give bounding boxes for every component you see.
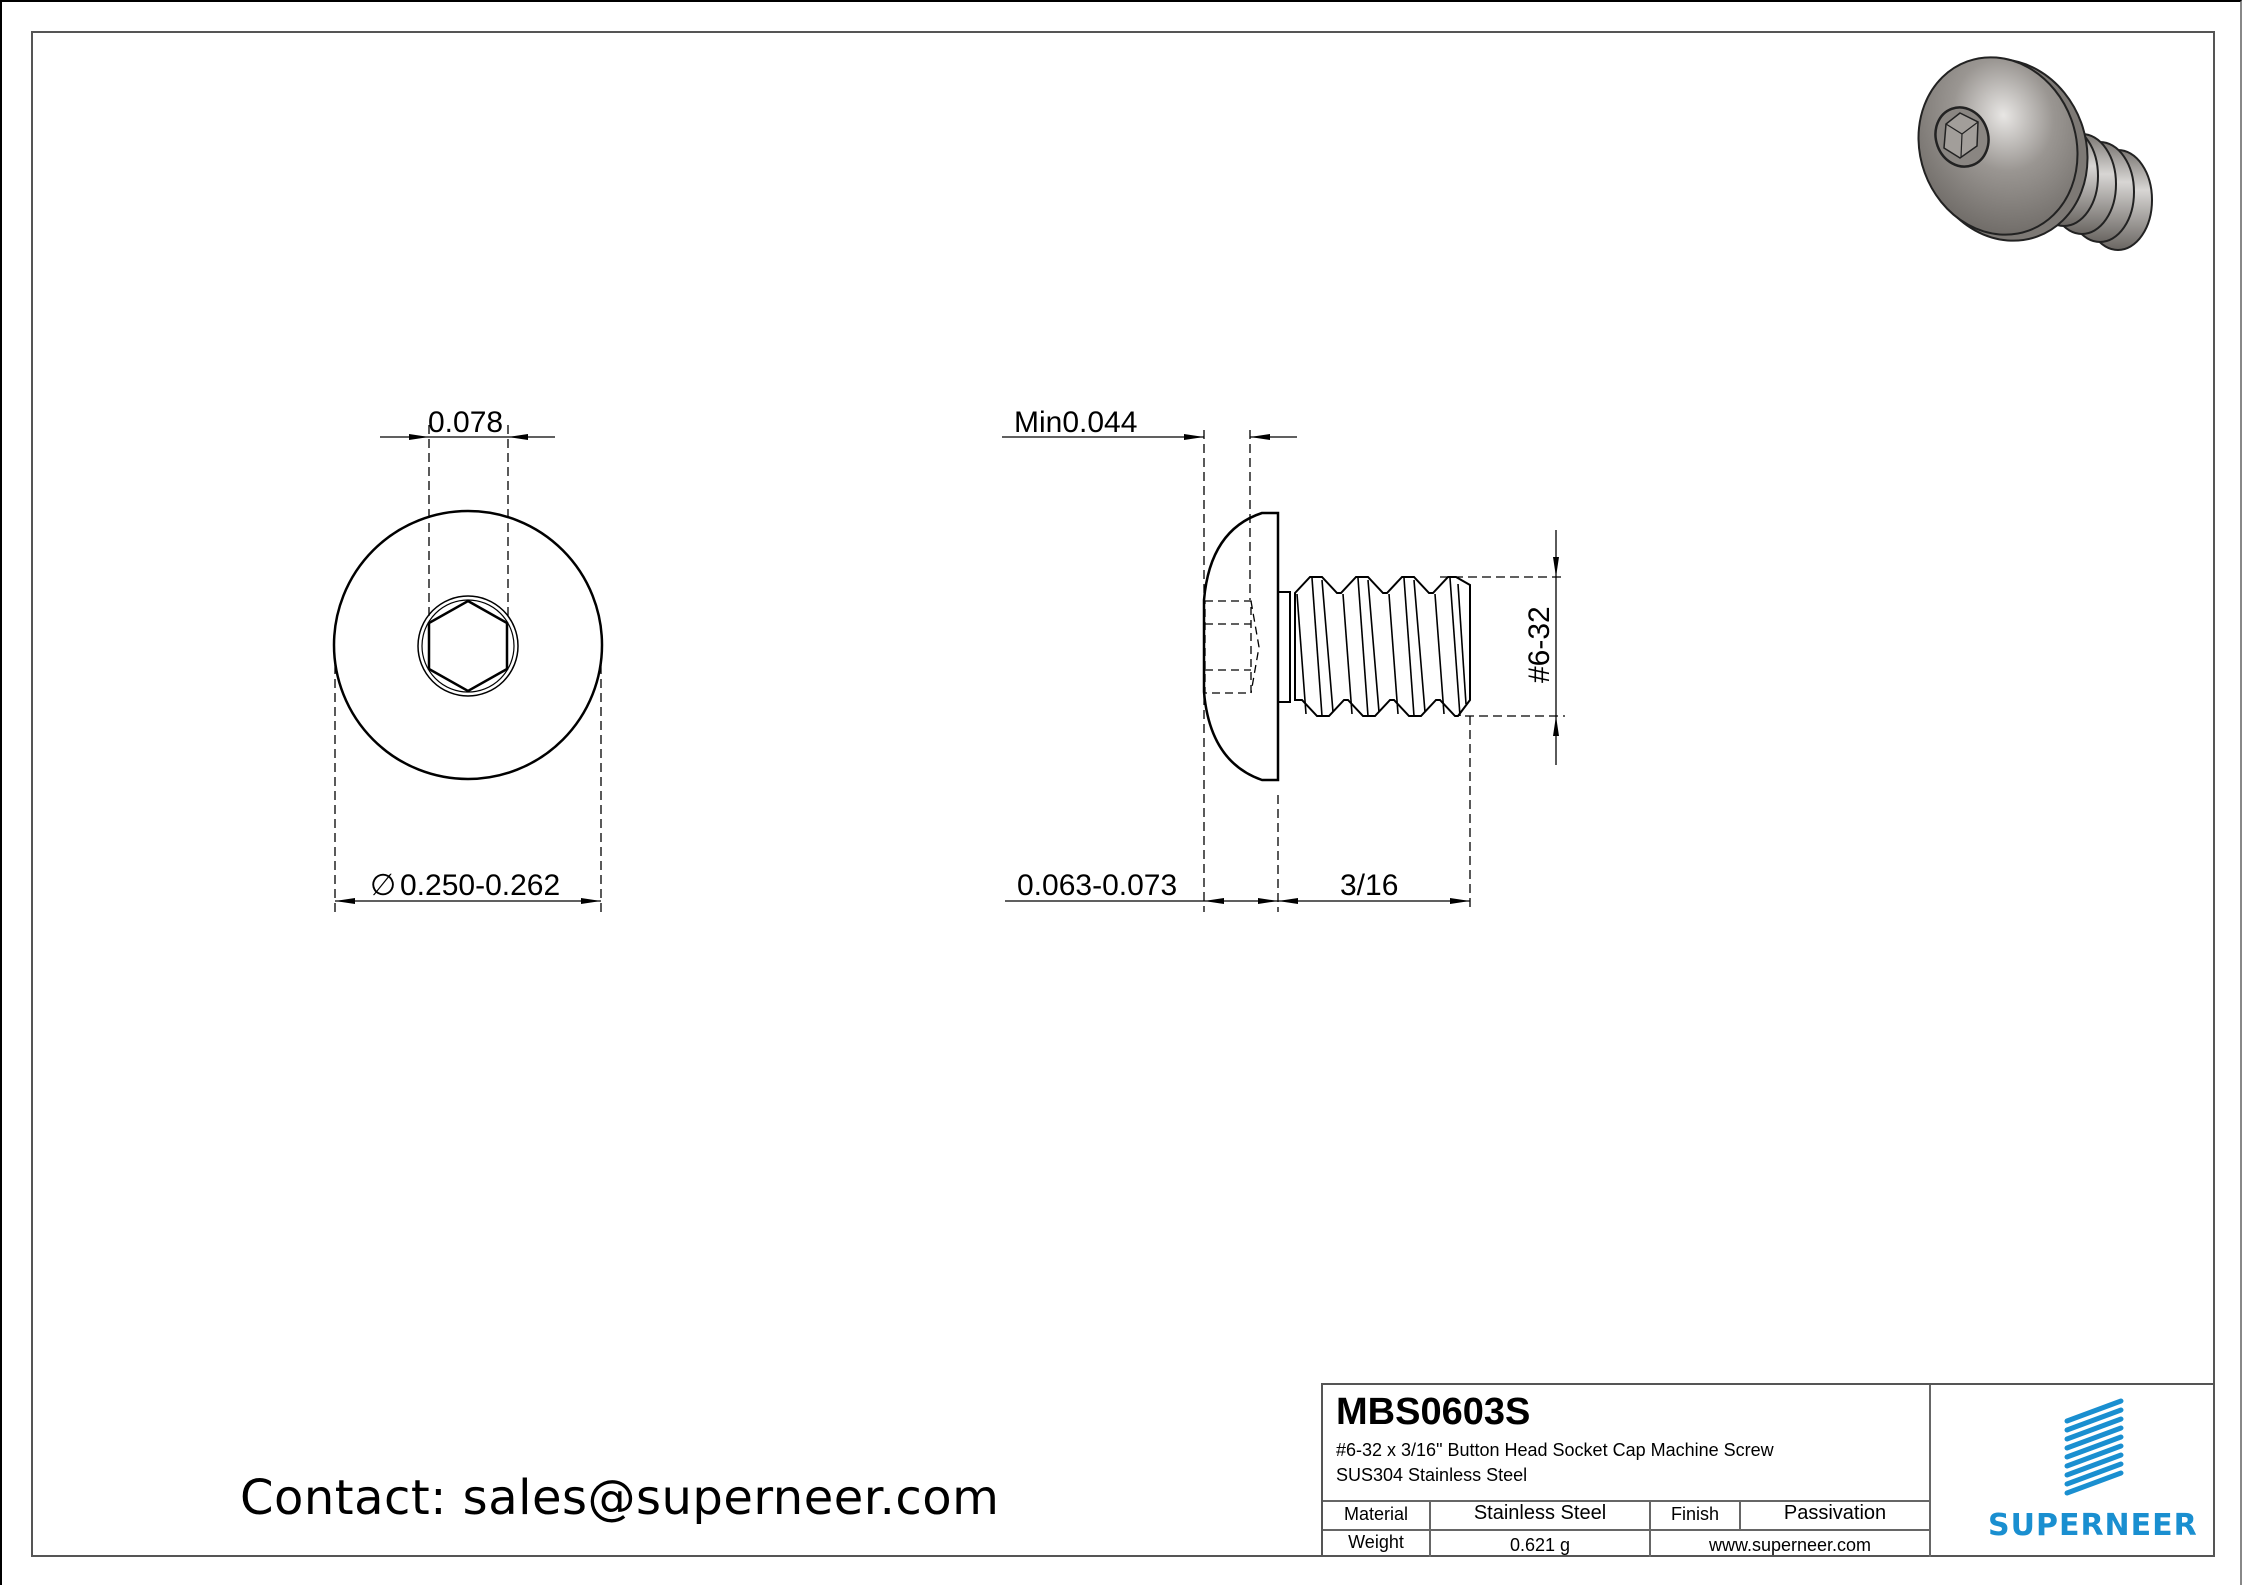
divider [1323,1529,1929,1531]
dim-thread: #6-32 [1523,606,1556,683]
part-number: MBS0603S [1336,1391,1531,1433]
drawing-frame [31,31,2215,1557]
front-view [332,425,604,912]
material-value: Stainless Steel [1473,1502,1607,1524]
3d-screw-render-icon [1917,56,2153,251]
finish-label: Finish [1670,1504,1719,1524]
diagonal-stripes-logo-icon [2064,1398,2124,1496]
dim-head-diameter: 0.250-0.262 [400,869,560,902]
divider [1323,1500,1929,1502]
part-description: #6-32 x 3/16" Button Head Socket Cap Mac… [1336,1440,1774,1460]
dim-length: 3/16 [1340,869,1398,902]
side-view [1002,430,1565,912]
dim-hex-socket: 0.078 [428,406,503,439]
diameter-symbol: ∅ [370,869,396,902]
title-block: MBS0603S #6-32 x 3/16" Button Head Socke… [1321,1383,2215,1557]
divider [1649,1500,1651,1557]
weight-label: Weight [1348,1532,1404,1552]
contact-email: Contact: sales@superneer.com [240,1470,1000,1526]
divider [1739,1500,1741,1529]
divider [1929,1385,1931,1557]
material-label: Material [1343,1504,1409,1524]
brand-name: SUPERNEER [1988,1508,2198,1543]
dim-head-height: 0.063-0.073 [1017,869,1177,902]
dim-socket-depth: Min0.044 [1014,406,1137,439]
finish-value: Passivation [1783,1502,1887,1524]
weight-value: 0.621 g [1509,1535,1571,1555]
website-link[interactable]: www.superneer.com [1708,1535,1872,1555]
divider [1429,1500,1431,1557]
part-material-spec: SUS304 Stainless Steel [1336,1465,1528,1485]
